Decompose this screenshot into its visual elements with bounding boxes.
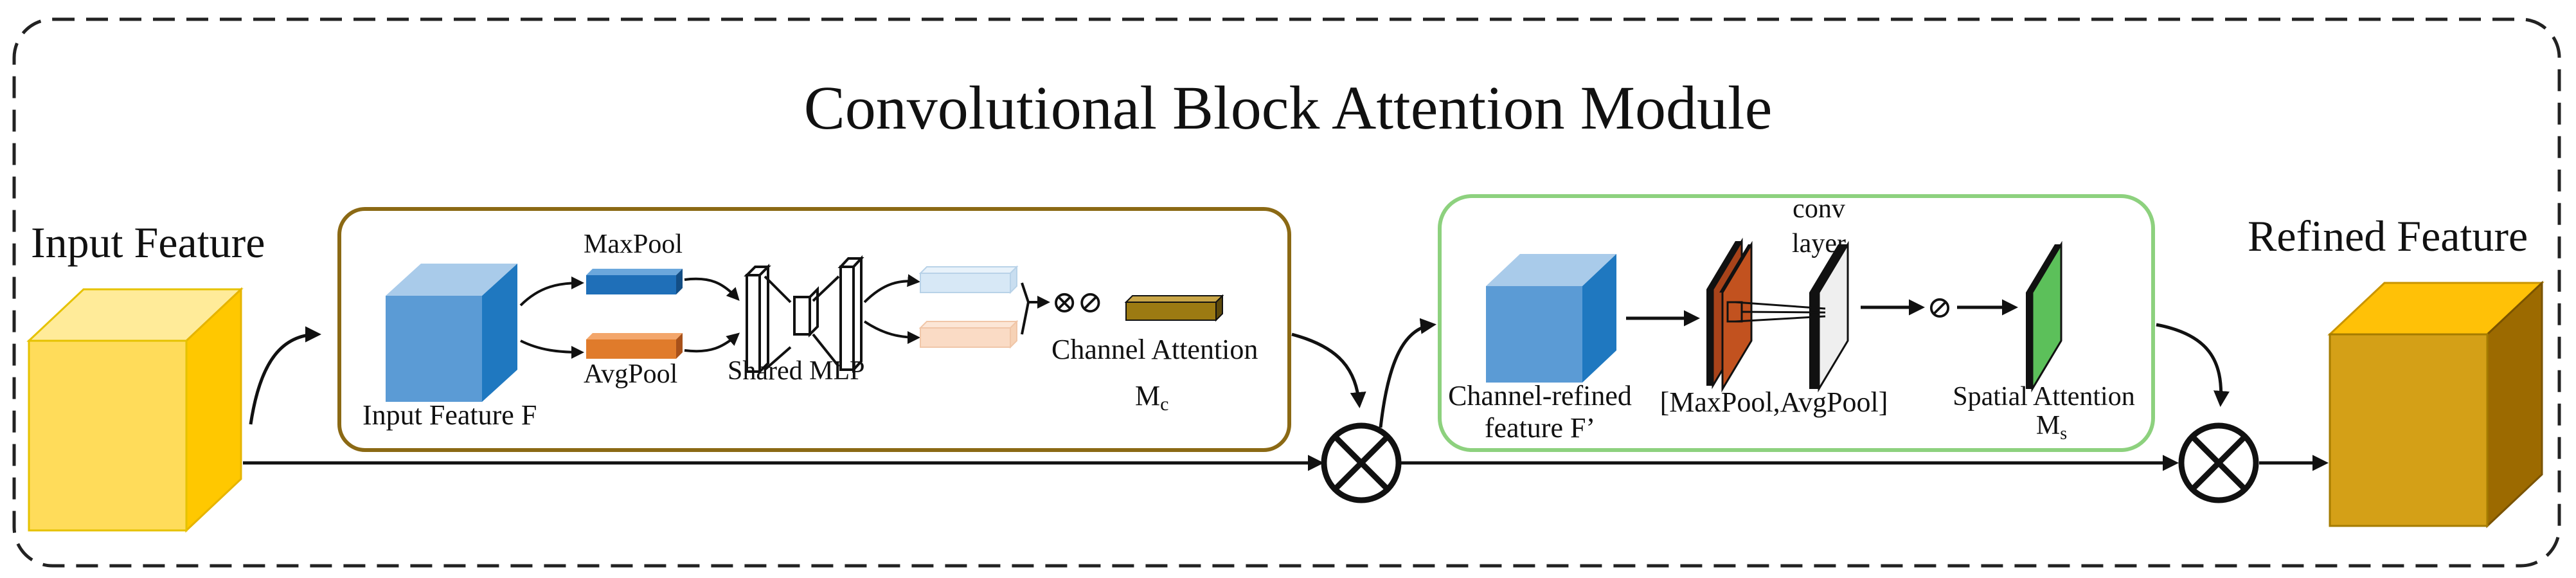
input-feature-label: Input Feature [31, 218, 265, 267]
outer-dashed-frame [12, 17, 2561, 568]
arrow-spatial-to-multiply [2156, 323, 2230, 407]
maxpool-bar [586, 269, 683, 294]
pooled-feature-maps [1706, 237, 1753, 393]
arrow-to-avgpool [520, 339, 584, 359]
conv-label-1: conv [1793, 194, 1845, 224]
refined-feature-cube [2327, 280, 2545, 528]
multiply-node-2 [2178, 422, 2259, 503]
channel-input-label: Input Feature F [362, 399, 537, 431]
avgpool-bar [586, 333, 683, 359]
avgpool-label: AvgPool [584, 359, 677, 389]
spatial-attention-label: Spatial Attention [1953, 382, 2134, 411]
merge-line-lower [1021, 302, 1030, 335]
maxpool-label: MaxPool [584, 230, 683, 259]
multiply-node-1 [1321, 422, 1402, 503]
channel-ops-symbols: ⊗⊘ [1051, 285, 1103, 320]
spatial-op-symbol: ⊘ [1927, 291, 1953, 325]
channel-input-cube [386, 264, 517, 402]
arrow-merge-to-ops [1021, 282, 1050, 309]
arrow-channel-to-multiply [1291, 332, 1366, 408]
diagram-title: Convolutional Block Attention Module [804, 73, 1773, 142]
spatial-attention-symbol: Ms [2036, 411, 2067, 444]
spatial-input-label-2: feature F’ [1485, 412, 1595, 444]
mlp-output-max-bar [918, 265, 1019, 294]
conv-label-2: layer [1792, 229, 1846, 258]
arrow-to-maxpool [519, 276, 584, 307]
arrow-mlp-to-upper [863, 274, 920, 303]
spatial-input-label-1: Channel-refined [1448, 380, 1632, 411]
channel-attention-map [1124, 294, 1224, 322]
spatial-attention-module [1438, 194, 2155, 452]
arrow-mlp-to-lower [863, 320, 920, 344]
arrow-input-to-channel [249, 326, 321, 425]
mlp-output-avg-bar [918, 320, 1019, 349]
channel-attention-module [337, 207, 1291, 452]
shared-mlp-label: Shared MLP [728, 356, 865, 386]
refined-feature-label: Refined Feature [2248, 212, 2528, 260]
channel-attention-symbol: Mc [1135, 380, 1168, 415]
arrow-multiply-to-spatial [1379, 318, 1436, 428]
arrow-avgpool-to-mlp [684, 332, 740, 353]
channel-attention-label: Channel Attention [1051, 334, 1258, 365]
spatial-input-cube [1486, 254, 1616, 383]
shared-mlp [744, 255, 864, 375]
spatial-attention-map [2026, 240, 2062, 393]
input-feature-cube [26, 287, 244, 533]
pool-concat-label: [MaxPool,AvgPool] [1660, 386, 1888, 418]
conv-kernel-lines [1726, 301, 1826, 323]
arrow-maxpool-to-mlp [684, 277, 740, 301]
